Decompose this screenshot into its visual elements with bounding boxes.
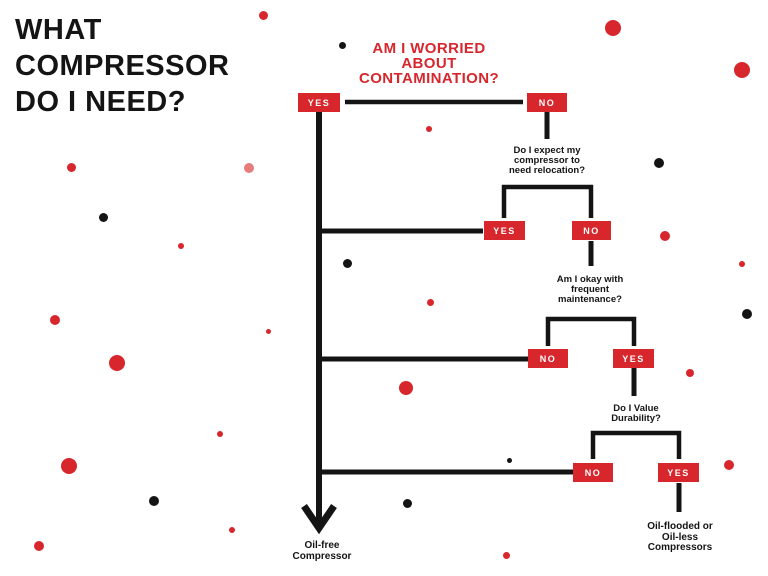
decorative-dot: [149, 496, 159, 506]
decorative-dot: [605, 20, 621, 36]
decorative-dot: [338, 41, 346, 49]
answer-box-maintenance-yes: YES: [613, 349, 654, 368]
decorative-dot: [178, 243, 184, 249]
answer-box-durability-no: NO: [573, 463, 613, 482]
decorative-dot: [258, 10, 268, 20]
answer-box-maintenance-no: NO: [528, 349, 568, 368]
answer-box-durability-yes: YES: [658, 463, 699, 482]
decorative-dot: [742, 309, 752, 319]
answer-box-contamination-no: NO: [527, 93, 567, 112]
decorative-dot: [734, 62, 750, 78]
decorative-dot: [98, 212, 108, 222]
decorative-dot: [66, 162, 76, 172]
answer-box-contamination-yes: YES: [298, 93, 340, 112]
question-contamination: AM I WORRIED ABOUT CONTAMINATION?: [358, 40, 500, 87]
outcome-oil-flooded-compressors: Oil-flooded or Oil-less Compressors: [647, 521, 713, 553]
decorative-dot: [739, 261, 745, 267]
question-maintenance: Am I okay with frequent maintenance?: [556, 274, 624, 305]
decorative-dot: [34, 541, 44, 551]
decorative-dot: [660, 231, 670, 241]
question-relocation: Do I expect my compressor to need reloca…: [508, 145, 585, 176]
decorative-dot: [244, 163, 254, 173]
decorative-dot: [61, 458, 77, 474]
answer-box-relocation-no: NO: [572, 221, 611, 240]
decorative-dot: [342, 258, 352, 268]
decorative-dot: [402, 498, 412, 508]
decorative-dot: [686, 369, 694, 377]
decorative-dot: [399, 381, 413, 395]
answer-box-relocation-yes: YES: [484, 221, 525, 240]
outcome-oil-free-compressor: Oil-free Compressor: [292, 540, 352, 562]
decorative-dot: [229, 527, 235, 533]
question-durability: Do I Value Durability?: [611, 403, 661, 424]
decorative-dot: [724, 460, 734, 470]
decorative-dot: [109, 355, 125, 371]
decorative-dot: [265, 328, 271, 334]
decorative-dot: [426, 126, 432, 132]
decorative-dot: [506, 457, 512, 463]
decorative-dot: [426, 298, 434, 306]
decorative-dot: [502, 551, 510, 559]
decorative-dot: [217, 431, 223, 437]
decorative-dot: [654, 158, 664, 168]
decorative-dot: [50, 315, 60, 325]
page-title: WHAT COMPRESSOR DO I NEED?: [15, 14, 230, 118]
